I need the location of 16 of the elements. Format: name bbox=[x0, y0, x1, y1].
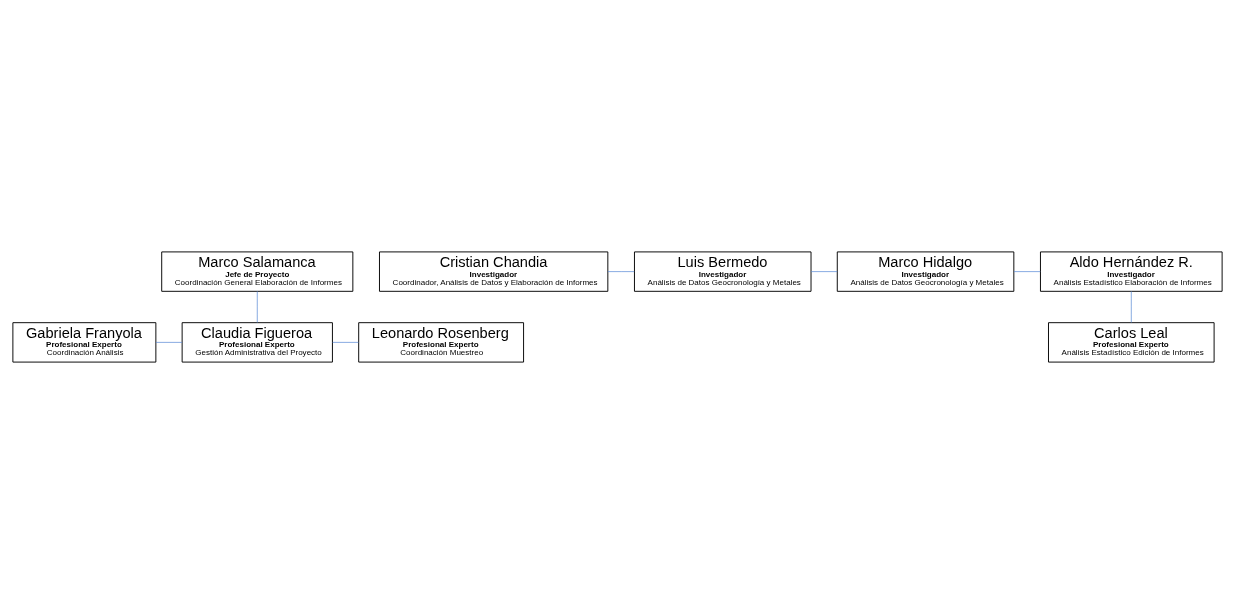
node-box: Luis Bermedo Investigador Análisis de Datos Geocronología y Metales bbox=[634, 251, 812, 292]
node-box: Carlos Leal Profesional Experto Análisis Estadístico Edición de Informes bbox=[1048, 322, 1215, 363]
node-box: Claudia Figueroa Profesional Experto Gestión Administrativa del Proyecto bbox=[181, 322, 333, 363]
node-box: Leonardo Rosenberg Profesional Experto Coordinación Muestreo bbox=[358, 322, 525, 363]
connector bbox=[332, 342, 359, 343]
node-box: Cristian Chandia Investigador Coordinador, Análisis de Datos y Elaboración de Informes bbox=[379, 251, 609, 292]
connector bbox=[810, 271, 838, 272]
connector bbox=[155, 342, 183, 343]
node-box: Marco Salamanca Jefe de Proyecto Coordinación General Elaboración de Informes bbox=[161, 251, 354, 292]
node-box: Marco Hidalgo Investigador Análisis de Datos Geocronología y Metales bbox=[836, 251, 1015, 292]
connector bbox=[607, 271, 635, 272]
connector bbox=[1013, 271, 1041, 272]
node-box: Aldo Hernández R. Investigador Análisis Estadístico Elaboración de Informes bbox=[1040, 251, 1223, 292]
connector bbox=[1130, 290, 1132, 323]
node-box: Gabriela Franyola Profesional Experto Coordinación Análisis bbox=[12, 322, 157, 363]
connector bbox=[256, 290, 258, 323]
